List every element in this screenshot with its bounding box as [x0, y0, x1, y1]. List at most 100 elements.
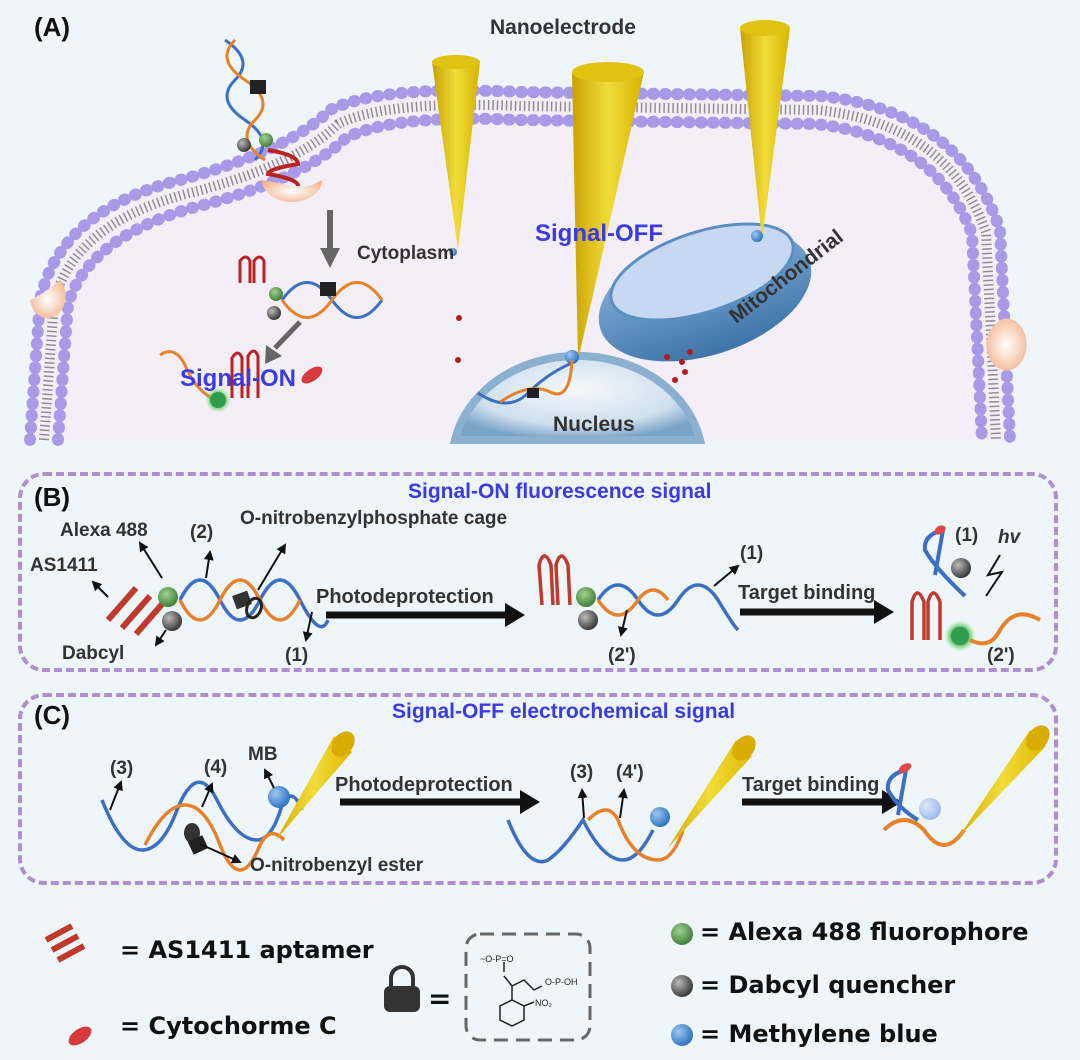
strand-2prime-label: (2')	[608, 645, 636, 666]
cytoplasm-label: Cytoplasm	[357, 243, 455, 264]
panel-a: (A) Nanoelectrode Cytoplasm Signal-OFF S…	[0, 0, 1080, 446]
ester-label: O-nitrobenzyl ester	[250, 855, 424, 876]
cell-membrane-outer	[24, 84, 1016, 446]
cytochrome-c-icon	[301, 366, 323, 384]
legend-lock-equals: =	[428, 982, 452, 1015]
dna-duplex-3-4prime	[506, 808, 685, 864]
cell-illustration	[24, 20, 1027, 446]
dabcyl-legend-icon	[671, 975, 693, 997]
as1411-label: AS1411	[30, 555, 98, 576]
legend-mb: = Methylene blue	[700, 1020, 938, 1048]
methylene-blue-marker	[650, 807, 670, 827]
cytochrome-c-dots	[455, 315, 693, 383]
aptamer-legend-icon	[44, 923, 86, 963]
process-arrow	[273, 320, 302, 350]
dabcyl-quencher	[951, 558, 971, 578]
strand-2prime-label: (2')	[987, 645, 1015, 666]
cage-lock-icon	[232, 590, 252, 610]
strand-1-label: (1)	[285, 645, 309, 666]
photodeprotection-label: Photodeprotection	[316, 586, 494, 608]
alexa-488-fluorophore	[576, 587, 596, 607]
legend-dabcyl: = Dabcyl quencher	[700, 971, 956, 999]
annotation-arrows	[91, 541, 313, 647]
annotation-arrows	[577, 788, 628, 819]
methylene-blue-marker	[751, 230, 763, 242]
dna-probe-nucleus	[477, 359, 574, 405]
dabcyl-label: Dabcyl	[62, 643, 125, 664]
light-bolt-icon	[985, 554, 1005, 597]
legend-cytochrome-c: = Cytochorme C	[120, 1012, 337, 1040]
alexa-label: Alexa 488	[60, 520, 148, 541]
dna-duplex-1-2prime	[596, 583, 740, 632]
alexa-488-fluorophore	[158, 587, 178, 607]
cell-membrane-inner	[52, 112, 988, 446]
dabcyl-quencher	[162, 611, 182, 631]
strand-4prime	[882, 818, 966, 847]
legend-aptamer: = AS1411 aptamer	[120, 936, 374, 964]
aptamer-bound	[910, 591, 942, 640]
mitochondrion	[598, 222, 812, 362]
methylene-blue-marker	[268, 786, 290, 808]
receptor	[262, 180, 322, 202]
mb-label: MB	[248, 744, 278, 765]
nanoelectrode	[740, 28, 790, 240]
nucleus	[449, 351, 706, 444]
methylene-blue-marker	[565, 350, 579, 364]
dna-probe-entering	[224, 38, 301, 187]
panel-c-title: Signal-OFF electrochemical signal	[392, 700, 736, 723]
alexa-legend-icon	[671, 923, 693, 945]
cage-chemical-structure	[499, 962, 543, 1027]
panel-a-label: (A)	[34, 12, 71, 42]
panel-b-title: Signal-ON fluorescence signal	[408, 480, 712, 503]
cage-lock-icon	[184, 823, 200, 843]
strand-3-label: (3)	[110, 758, 134, 779]
cage-label: O-nitrobenzylphosphate cage	[240, 508, 508, 529]
nanoelectrode	[432, 62, 480, 250]
dna-probe-cytoplasm	[238, 255, 384, 320]
cytochrome-c-icon	[898, 763, 912, 773]
mb-legend-icon	[671, 1024, 693, 1046]
nanoelectrode-tip	[668, 740, 752, 848]
cage-structure-text: O-P-OH	[545, 977, 578, 987]
strand-1-label: (1)	[740, 543, 764, 564]
panel-c-label: (C)	[34, 700, 71, 730]
strand-4-label: (4)	[204, 757, 228, 778]
panel-b-label: (B)	[34, 482, 71, 512]
strand-2-label: (2)	[190, 522, 214, 543]
lock-icon	[384, 965, 420, 1012]
receptor	[30, 280, 66, 319]
panel-c	[18, 693, 1058, 885]
cell-membrane-tails	[39, 99, 1001, 441]
nucleus-label: Nucleus	[553, 413, 635, 436]
nanoelectrode-label: Nanoelectrode	[490, 16, 636, 39]
photodeprotection-label: Photodeprotection	[335, 774, 513, 796]
strand-3-bound-target	[885, 767, 920, 822]
dabcyl-quencher	[578, 610, 598, 630]
nanoelectrode-tip	[276, 736, 352, 840]
cytochrome-c-icon	[934, 525, 946, 535]
receptor	[986, 318, 1027, 371]
cage-structure-text: NO₂	[535, 998, 553, 1008]
signal-on-label: Signal-ON	[180, 365, 297, 392]
signal-off-label: Signal-OFF	[535, 220, 663, 247]
strand-2prime	[969, 612, 1042, 646]
cage-structure-text: ~O-P=O	[480, 954, 514, 964]
strand-3-label: (3)	[570, 762, 594, 783]
target-binding-label: Target binding	[742, 774, 880, 796]
nanoelectrode-tip	[958, 730, 1046, 838]
annotation-arrows	[618, 564, 740, 637]
strand-1-label: (1)	[955, 525, 979, 546]
aptamer-as1411	[105, 586, 167, 636]
strand-4prime-label: (4')	[616, 762, 644, 783]
nanoelectrode	[572, 72, 644, 360]
methylene-blue-marker-released	[919, 798, 941, 820]
panel-b	[18, 472, 1058, 672]
cytochrome-c-legend-icon	[68, 1026, 92, 1046]
hv-label: hv	[998, 527, 1021, 548]
cage-structure-box	[464, 932, 592, 1042]
annotation-arrows	[109, 768, 275, 864]
dna-probe-signal-on	[159, 349, 260, 413]
target-binding-label: Target binding	[738, 582, 876, 604]
aptamer-free	[537, 554, 572, 606]
